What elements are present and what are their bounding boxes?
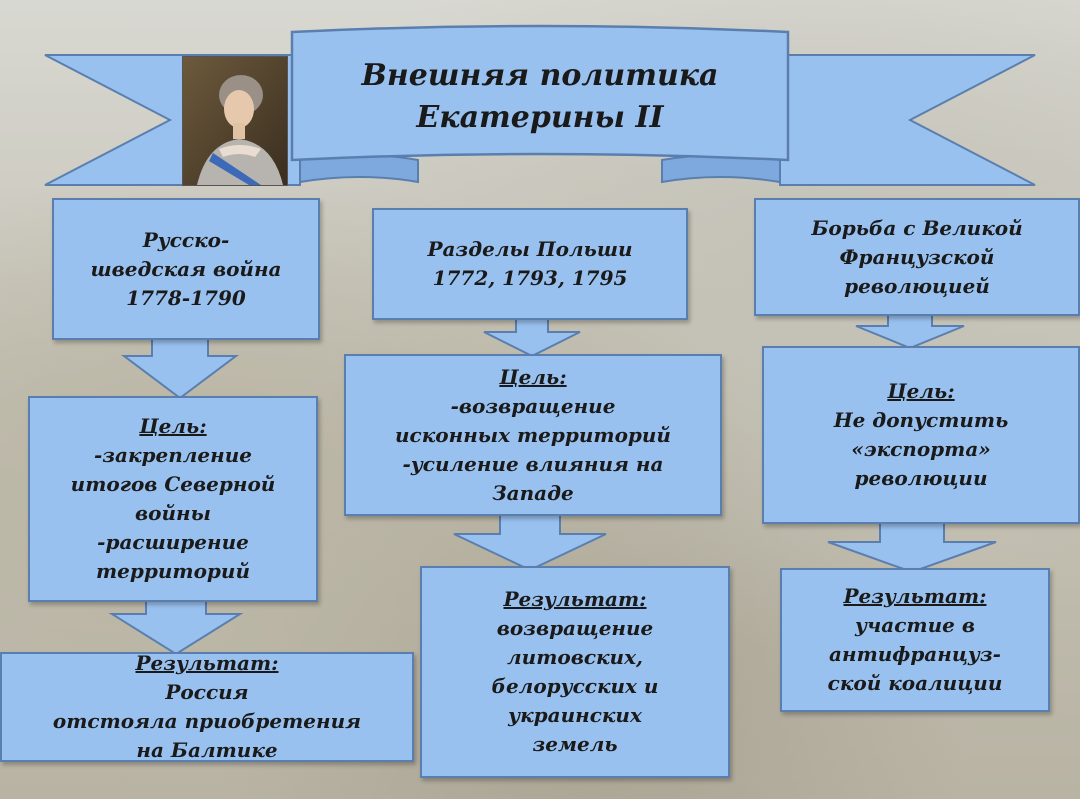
col2-result-line: белорусских и: [491, 674, 659, 698]
ribbon-main: [290, 24, 790, 162]
col2-topic-line: Разделы Польши: [427, 237, 633, 261]
arrow-col1-topic-to-goal: [121, 337, 239, 400]
col3-goal-label: Цель:: [887, 379, 955, 403]
col1-topic-line: 1778-1790: [126, 285, 246, 310]
col1-result-label: Результат:: [135, 651, 279, 675]
col3-result-line: ской коалиции: [827, 671, 1003, 695]
col1-goal-line: войны: [135, 501, 211, 525]
col3-goal-box: Цель: Не допустить «экспорта» революции: [762, 346, 1080, 524]
col1-result-box: Результат: Россия отстояла приобретения …: [0, 649, 414, 762]
col2-result-box: Результат: возвращение литовских, белору…: [420, 566, 730, 778]
col1-result-inline: Россия: [165, 680, 249, 704]
col3-goal-line: Не допустить: [833, 408, 1009, 432]
col3-topic-line: Борьба с Великой: [811, 215, 1023, 240]
arrow-col2-goal-to-result: [453, 513, 607, 572]
title-line-2: Екатерины II: [416, 100, 664, 135]
title-line-1: Внешняя политика: [361, 58, 719, 93]
catherine-portrait-image: [182, 56, 288, 186]
col1-topic-box: Русско- шведская война 1778-1790: [52, 198, 320, 340]
col1-result-line: на Балтике: [136, 738, 278, 762]
ribbon-tail-right: [779, 54, 1036, 186]
col2-goal-box: Цель: -возвращение исконных территорий -…: [344, 354, 722, 516]
col2-topic-line: 1772, 1793, 1795: [432, 266, 628, 290]
col3-goal-line: «экспорта»: [851, 437, 991, 461]
col2-goal-line: Западе: [492, 480, 574, 505]
col1-goal-line: -расширение: [97, 530, 249, 554]
col2-result-label: Результат:: [503, 587, 647, 611]
col3-topic-line: Французской: [839, 244, 995, 269]
col3-goal-line: революции: [854, 466, 988, 490]
col3-result-line: антифранцуз-: [829, 642, 1001, 666]
col2-topic-box: Разделы Польши 1772, 1793, 1795: [372, 208, 688, 320]
col3-topic-line: революцией: [844, 273, 990, 298]
col1-result-first-line: Результат: Россия: [136, 649, 279, 707]
col2-result-line: литовских,: [507, 645, 643, 669]
col2-goal-label: Цель:: [499, 364, 567, 389]
arrow-col3-goal-to-result: [827, 521, 997, 574]
col3-result-box: Результат: участие в антифранцуз- ской к…: [780, 568, 1050, 712]
col1-goal-line: -закрепление: [93, 443, 253, 467]
col1-goal-line: итогов Северной: [70, 472, 276, 496]
arrow-col3-topic-to-goal: [855, 313, 965, 350]
col2-result-line: возвращение: [496, 616, 654, 640]
col3-topic-box: Борьба с Великой Французской революцией: [754, 198, 1080, 316]
col1-goal-line: территорий: [96, 559, 250, 583]
col2-result-line: земель: [532, 732, 618, 756]
col3-result-label: Результат:: [843, 584, 987, 608]
col2-goal-line: исконных территорий: [395, 422, 671, 447]
col2-result-line: украинских: [508, 703, 642, 727]
col2-goal-line: -возвращение: [450, 393, 616, 418]
col1-goal-box: Цель: -закрепление итогов Северной войны…: [28, 396, 318, 602]
arrow-col1-goal-to-result: [108, 597, 244, 656]
col1-result-line: отстояла приобретения: [52, 709, 362, 733]
col3-result-line: участие в: [855, 613, 975, 637]
col2-goal-line: -усиление влияния на: [402, 451, 664, 476]
col1-topic-line: Русско-: [142, 227, 230, 252]
col1-topic-line: шведская война: [90, 256, 282, 281]
col1-goal-label: Цель:: [139, 414, 207, 438]
arrow-col2-topic-to-goal: [483, 317, 581, 358]
